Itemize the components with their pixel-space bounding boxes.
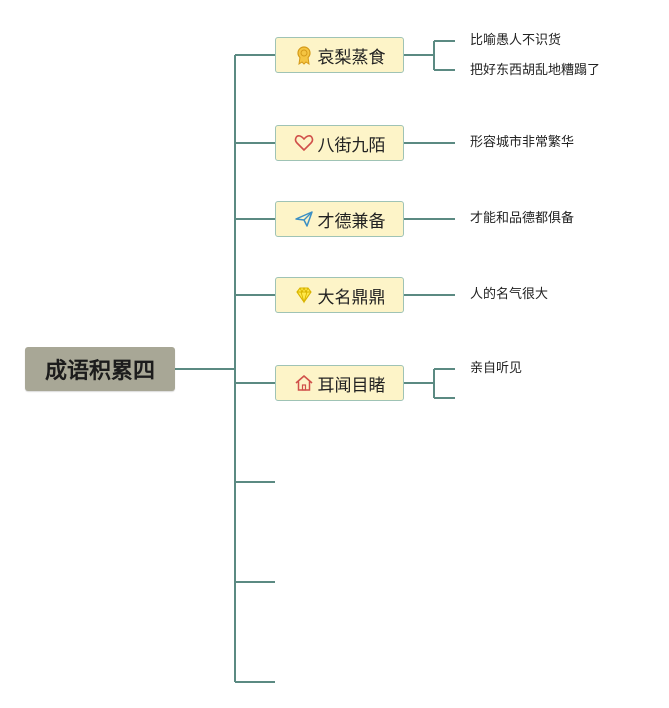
paper-plane-icon — [294, 209, 314, 229]
branch-label-3: 才德兼备 — [317, 211, 386, 232]
branch-node-5[interactable]: 耳闻目睹 — [275, 365, 404, 401]
leaf-text-2[interactable]: 形容城市非常繁华 — [470, 135, 575, 150]
branch-label-5: 耳闻目睹 — [317, 375, 386, 396]
leaf-connector-5 — [404, 368, 455, 399]
branch-node-1[interactable]: 哀梨蒸食 — [275, 37, 404, 73]
branch-node-4[interactable]: 大名鼎鼎 — [275, 277, 404, 313]
leaf-connector-1 — [404, 40, 455, 71]
branch-label-4: 大名鼎鼎 — [317, 287, 386, 308]
award-ribbon-icon — [294, 45, 314, 65]
root-topic[interactable]: 成语积累四 — [25, 347, 175, 391]
diamond-icon — [294, 285, 314, 305]
leaf-text-3[interactable]: 才能和品德都俱备 — [470, 211, 575, 226]
branch-node-2[interactable]: 八街九陌 — [275, 125, 404, 161]
branch-node-3[interactable]: 才德兼备 — [275, 201, 404, 237]
leaf-text-1b[interactable]: 把好东西胡乱地糟蹋了 — [470, 63, 601, 78]
leaf-text-5[interactable]: 亲自听见 — [470, 361, 523, 376]
leaf-text-1a[interactable]: 比喻愚人不识货 — [470, 33, 562, 48]
branch-label-1: 哀梨蒸食 — [317, 47, 386, 68]
heart-icon — [294, 133, 314, 153]
home-icon — [294, 373, 314, 393]
leaf-text-4[interactable]: 人的名气很大 — [470, 287, 549, 302]
branch-label-2: 八街九陌 — [317, 135, 386, 156]
